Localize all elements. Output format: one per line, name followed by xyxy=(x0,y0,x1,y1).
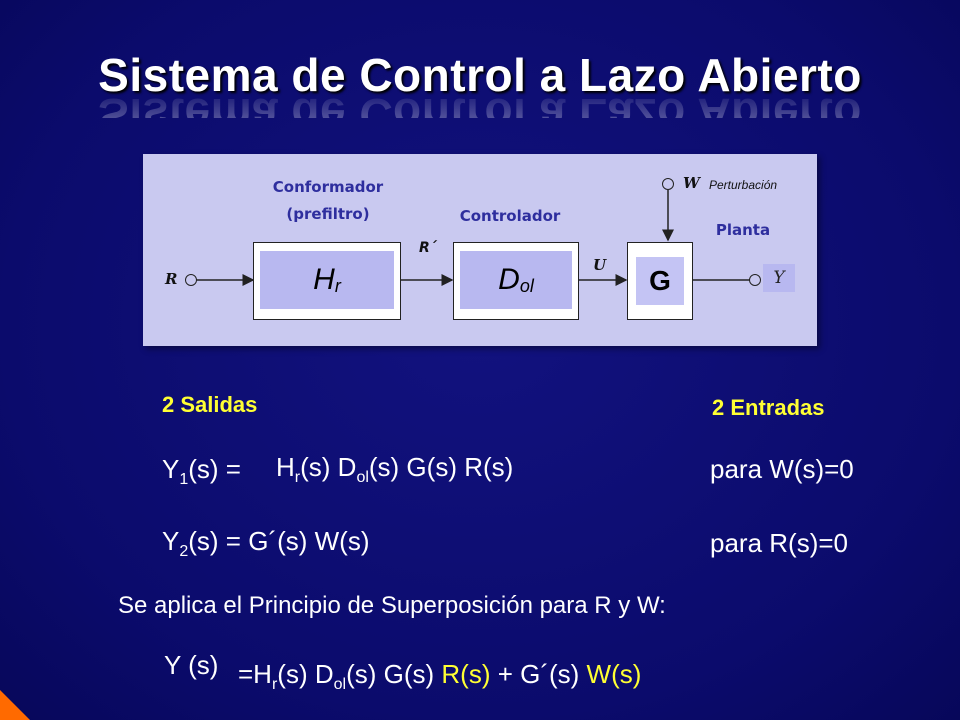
title-reflection: Sistema de Control a Lazo Abierto xyxy=(0,92,960,118)
block-diagram: Conformador (prefiltro) Controlador Plan… xyxy=(143,154,817,346)
block-g: G xyxy=(627,242,693,320)
equation-y-total-lhs: Y (s) xyxy=(164,650,219,680)
signal-r-prime-label: R´ xyxy=(419,240,437,256)
output-y-terminal xyxy=(749,274,761,286)
inputs-label: 2 Entradas xyxy=(712,395,825,420)
signal-w-label: W xyxy=(683,174,700,192)
w-term: W(s) xyxy=(586,659,642,689)
equation-y2-condition: para R(s)=0 xyxy=(710,528,848,558)
block-g-label: G xyxy=(636,257,684,305)
superposition-text: Se aplica el Principio de Superposición … xyxy=(118,592,666,619)
diagram-connectors xyxy=(197,190,751,286)
equation-y1-rhs: Hr(s) Dol(s) G(s) R(s) xyxy=(276,452,514,487)
equation-y1-lhs: Y1(s) = xyxy=(162,454,241,489)
perturbacion-label: Perturbación xyxy=(709,178,778,192)
outputs-label: 2 Salidas xyxy=(162,392,258,417)
label-controlador: Controlador xyxy=(459,207,561,225)
label-conformador: Conformador xyxy=(272,178,384,196)
input-w-terminal xyxy=(662,178,674,190)
signal-y-label: Y xyxy=(763,264,795,292)
signal-u-label: U xyxy=(593,256,607,274)
equation-y-total-rhs: =Hr(s) Dol(s) G(s) R(s) + G´(s) W(s) xyxy=(238,659,642,694)
equation-y2: Y2(s) = G´(s) W(s) xyxy=(162,526,370,561)
r-term: R(s) xyxy=(441,659,491,689)
label-planta: Planta xyxy=(715,221,771,239)
input-r-terminal xyxy=(185,274,197,286)
slide-title: Sistema de Control a Lazo Abierto xyxy=(98,49,862,101)
corner-accent xyxy=(0,690,30,720)
equation-y1-condition: para W(s)=0 xyxy=(710,454,854,484)
signal-r-label: R xyxy=(165,270,178,288)
label-prefiltro: (prefiltro) xyxy=(286,205,370,223)
